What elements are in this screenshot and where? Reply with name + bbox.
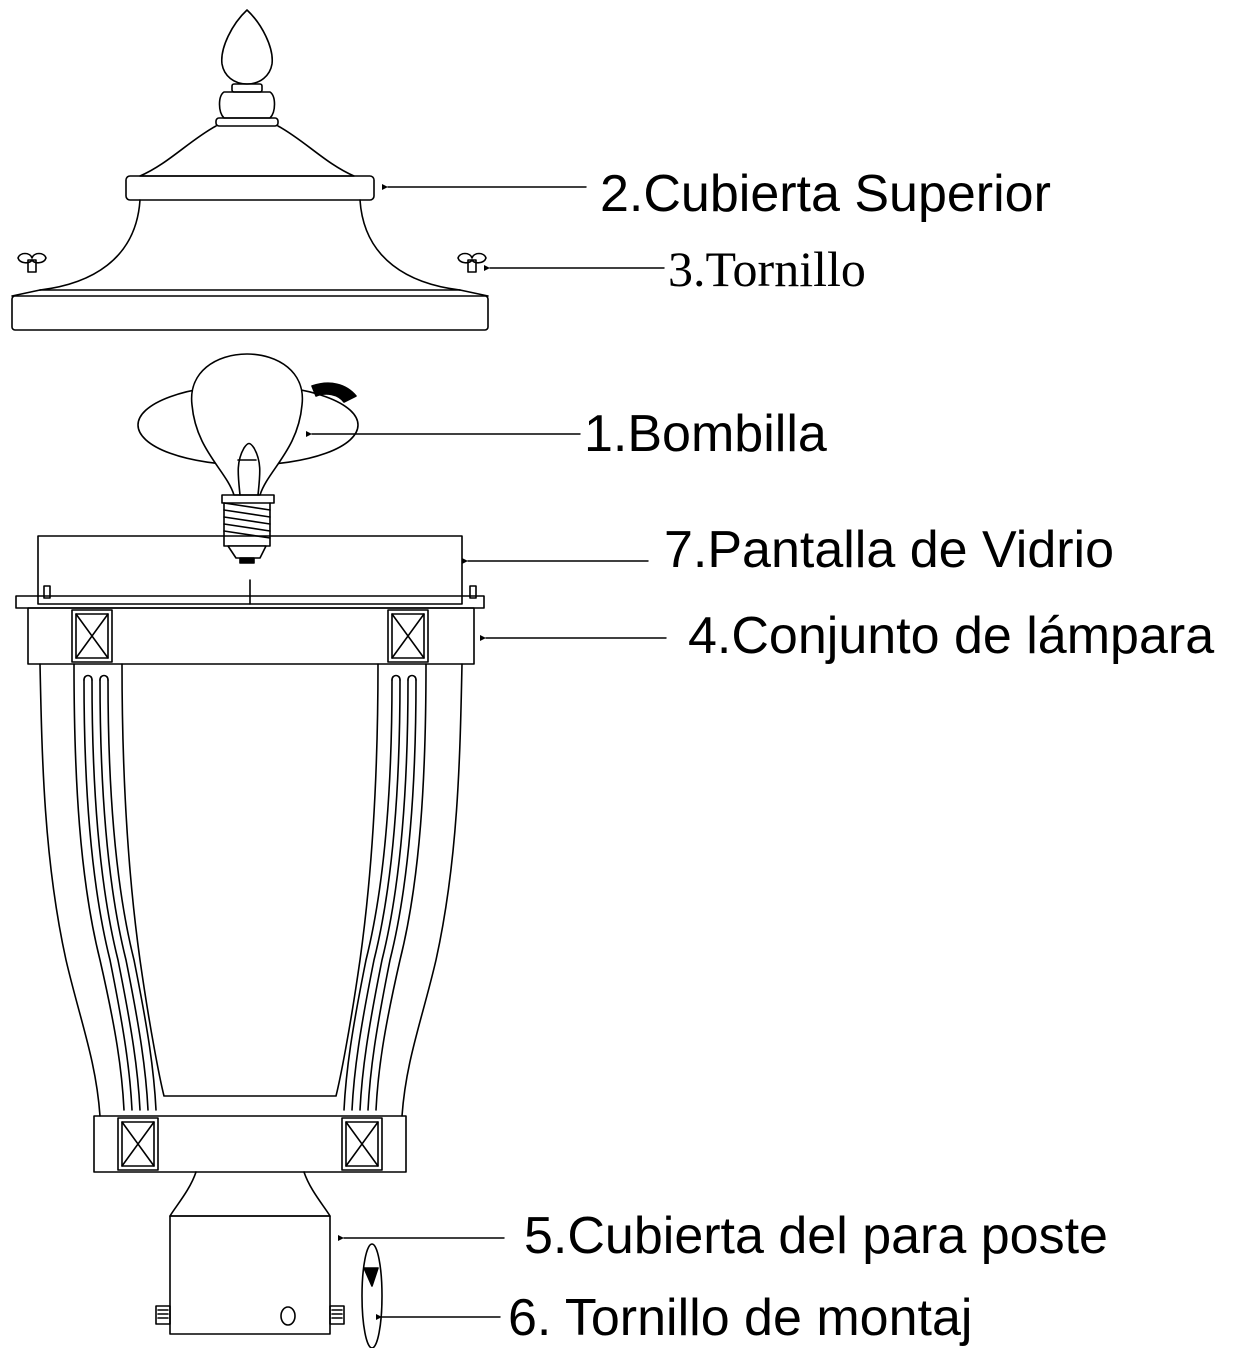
label-bulb: 1.Bombilla	[584, 405, 827, 463]
label-screw: 3.Tornillo	[668, 241, 866, 297]
label-mounting-screw: 6. Tornillo de montaj	[508, 1289, 973, 1347]
wing-screw-right	[457, 252, 487, 273]
top-cover	[11, 9, 489, 331]
label-lamp-assembly: 4.Conjunto de lámpara	[688, 607, 1215, 665]
bulb	[137, 353, 359, 564]
mounting-screws	[155, 1243, 383, 1348]
label-top-cover: 2.Cubierta Superior	[600, 165, 1051, 223]
glass-shade	[37, 535, 463, 605]
wing-screw-left	[17, 252, 47, 273]
label-glass-shade: 7.Pantalla de Vidrio	[664, 521, 1115, 579]
finial	[221, 9, 273, 85]
leader-lines	[306, 184, 667, 1320]
lamp-assembly	[15, 585, 485, 1173]
post-cover	[169, 1171, 331, 1335]
label-post-cover: 5.Cubierta del para poste	[524, 1207, 1108, 1265]
